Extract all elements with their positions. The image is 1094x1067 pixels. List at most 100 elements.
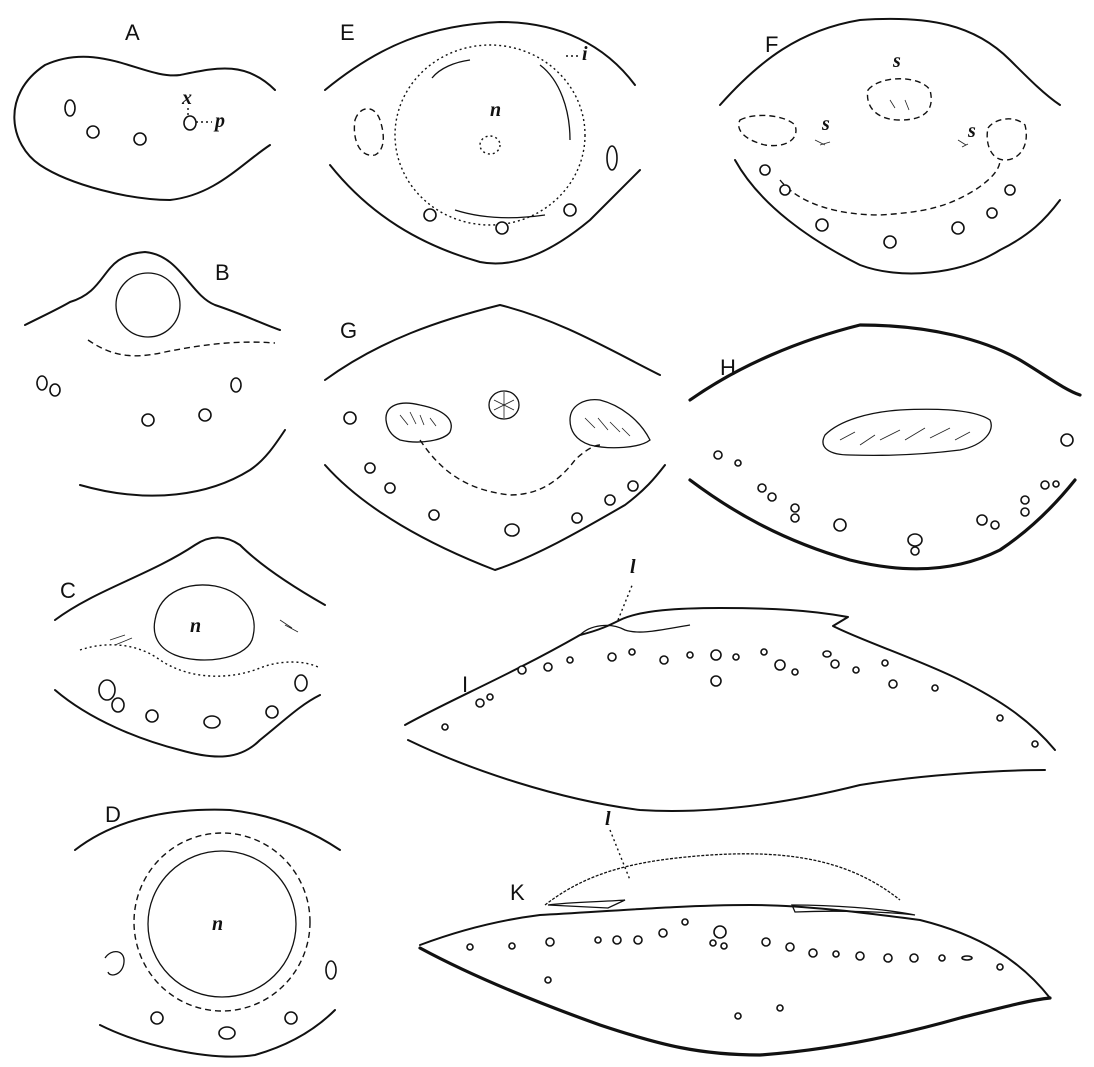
panel-k-pore [786, 943, 794, 951]
panel-h-pore [735, 460, 741, 466]
panel-g-top-outline [325, 305, 660, 380]
panel-e-pore [496, 222, 508, 234]
panel-f-pore [816, 219, 828, 231]
panel-e-i-mark: i [582, 43, 588, 65]
panel-d-n-mark: n [212, 913, 223, 935]
panel-k-pore [545, 977, 551, 983]
panel-a-pore [134, 133, 146, 145]
panel-k-pore [509, 943, 515, 949]
panel-k-pore [997, 964, 1003, 970]
panel-i-bottom-outline [408, 740, 1045, 811]
panel-k-pore [634, 936, 642, 944]
panel-h-pore [1021, 508, 1029, 516]
panel-k-pore [595, 937, 601, 943]
panel-g-pore [505, 524, 519, 536]
panel-k-pore [833, 951, 839, 957]
panel-h-pore [911, 547, 919, 555]
panel-i-l-mark: l [630, 556, 636, 578]
panel-k-pore [939, 955, 945, 961]
panel-b-pore [231, 378, 241, 392]
panel-e-centrosome-left [354, 109, 383, 156]
panel-k-pore [613, 936, 621, 944]
panel-i-pore [823, 651, 831, 657]
panel-i-pores [442, 649, 1038, 747]
panel-i-pore [567, 657, 573, 663]
panel-k-pore [910, 954, 918, 962]
panel-f-pore [760, 165, 770, 175]
panel-g-central-hatch [494, 392, 514, 418]
panel-f-pore [987, 208, 997, 218]
panel-i-pore [997, 715, 1003, 721]
panel-b-dashed-boundary [88, 340, 275, 356]
panel-f-pore [884, 236, 896, 248]
panel-f-label: F [765, 32, 778, 57]
panel-d-pore [151, 1012, 163, 1024]
panel-k-pore [962, 956, 972, 960]
panel-c-hatching [110, 620, 298, 645]
panel-f-chromosome-group [867, 79, 931, 120]
panel-i-pore [711, 676, 721, 686]
panel-e: E n i [325, 20, 640, 264]
panel-k-pore [721, 943, 727, 949]
panel-g: G [325, 305, 665, 570]
panel-e-dotted-nucleus [395, 45, 585, 225]
panel-i-pore [932, 685, 938, 691]
panel-c-pore [99, 680, 115, 700]
panel-g-hatching [585, 418, 630, 436]
panel-c-pore [146, 710, 158, 722]
panel-c: C n [55, 538, 325, 757]
panel-i-pore [608, 653, 616, 661]
panel-h-pore [1021, 496, 1029, 504]
panel-b-pore [37, 376, 47, 390]
panel-i-pore [487, 694, 493, 700]
panel-c-n-mark: n [190, 615, 201, 637]
panel-i-pore [831, 660, 839, 668]
panel-f-s-mark-top: s [892, 50, 901, 72]
panel-f-s-mark-right: s [967, 120, 976, 142]
panel-i-top-outline [405, 608, 1055, 750]
panel-f-pore [1005, 185, 1015, 195]
panel-b-top-outline [25, 252, 280, 330]
panel-a-label: A [125, 20, 140, 45]
panel-i-pore [629, 649, 635, 655]
panel-h-pore [768, 493, 776, 501]
panel-a-outline [14, 57, 275, 200]
panel-k-lip-right [792, 905, 915, 915]
panel-d: D n [75, 802, 340, 1057]
panel-k-l-leader [610, 830, 630, 880]
panel-i-label: I [462, 672, 468, 697]
panel-g-pore [365, 463, 375, 473]
panel-c-pore [112, 698, 124, 712]
panel-a-p-mark: p [213, 110, 225, 132]
panel-d-pore [285, 1012, 297, 1024]
panel-c-top-outline [55, 538, 325, 621]
panel-i-pore [733, 654, 739, 660]
panel-h-pore [791, 504, 799, 512]
panel-k-pore [659, 929, 667, 937]
panel-k-pore [856, 952, 864, 960]
panel-g-label: G [340, 318, 357, 343]
panel-g-bottom-outline [325, 465, 665, 570]
panel-g-pore [605, 495, 615, 505]
panel-i-pore [882, 660, 888, 666]
panel-i-pore [687, 652, 693, 658]
panel-k: K l [420, 808, 1050, 1055]
panel-h-chromosome-hatch [840, 428, 970, 445]
panel-b-bottom-outline [80, 430, 285, 496]
panel-g-hatching [400, 412, 436, 426]
panel-a-x-mark: x [181, 87, 192, 109]
panel-i-pore [544, 663, 552, 671]
panel-a-pore [87, 126, 99, 138]
panel-c-label: C [60, 578, 76, 603]
panel-g-pore [628, 481, 638, 491]
panel-f-bottom-outline [735, 160, 1060, 273]
panel-b-label: B [215, 260, 230, 285]
panel-e-pore [564, 204, 576, 216]
panel-i: I l [405, 556, 1055, 811]
panel-e-inner-arc [455, 210, 545, 218]
panel-f-chromatin [815, 100, 968, 147]
panel-c-pore [295, 675, 307, 691]
panel-i-pore [711, 650, 721, 660]
panel-h-top-outline [690, 325, 1080, 400]
